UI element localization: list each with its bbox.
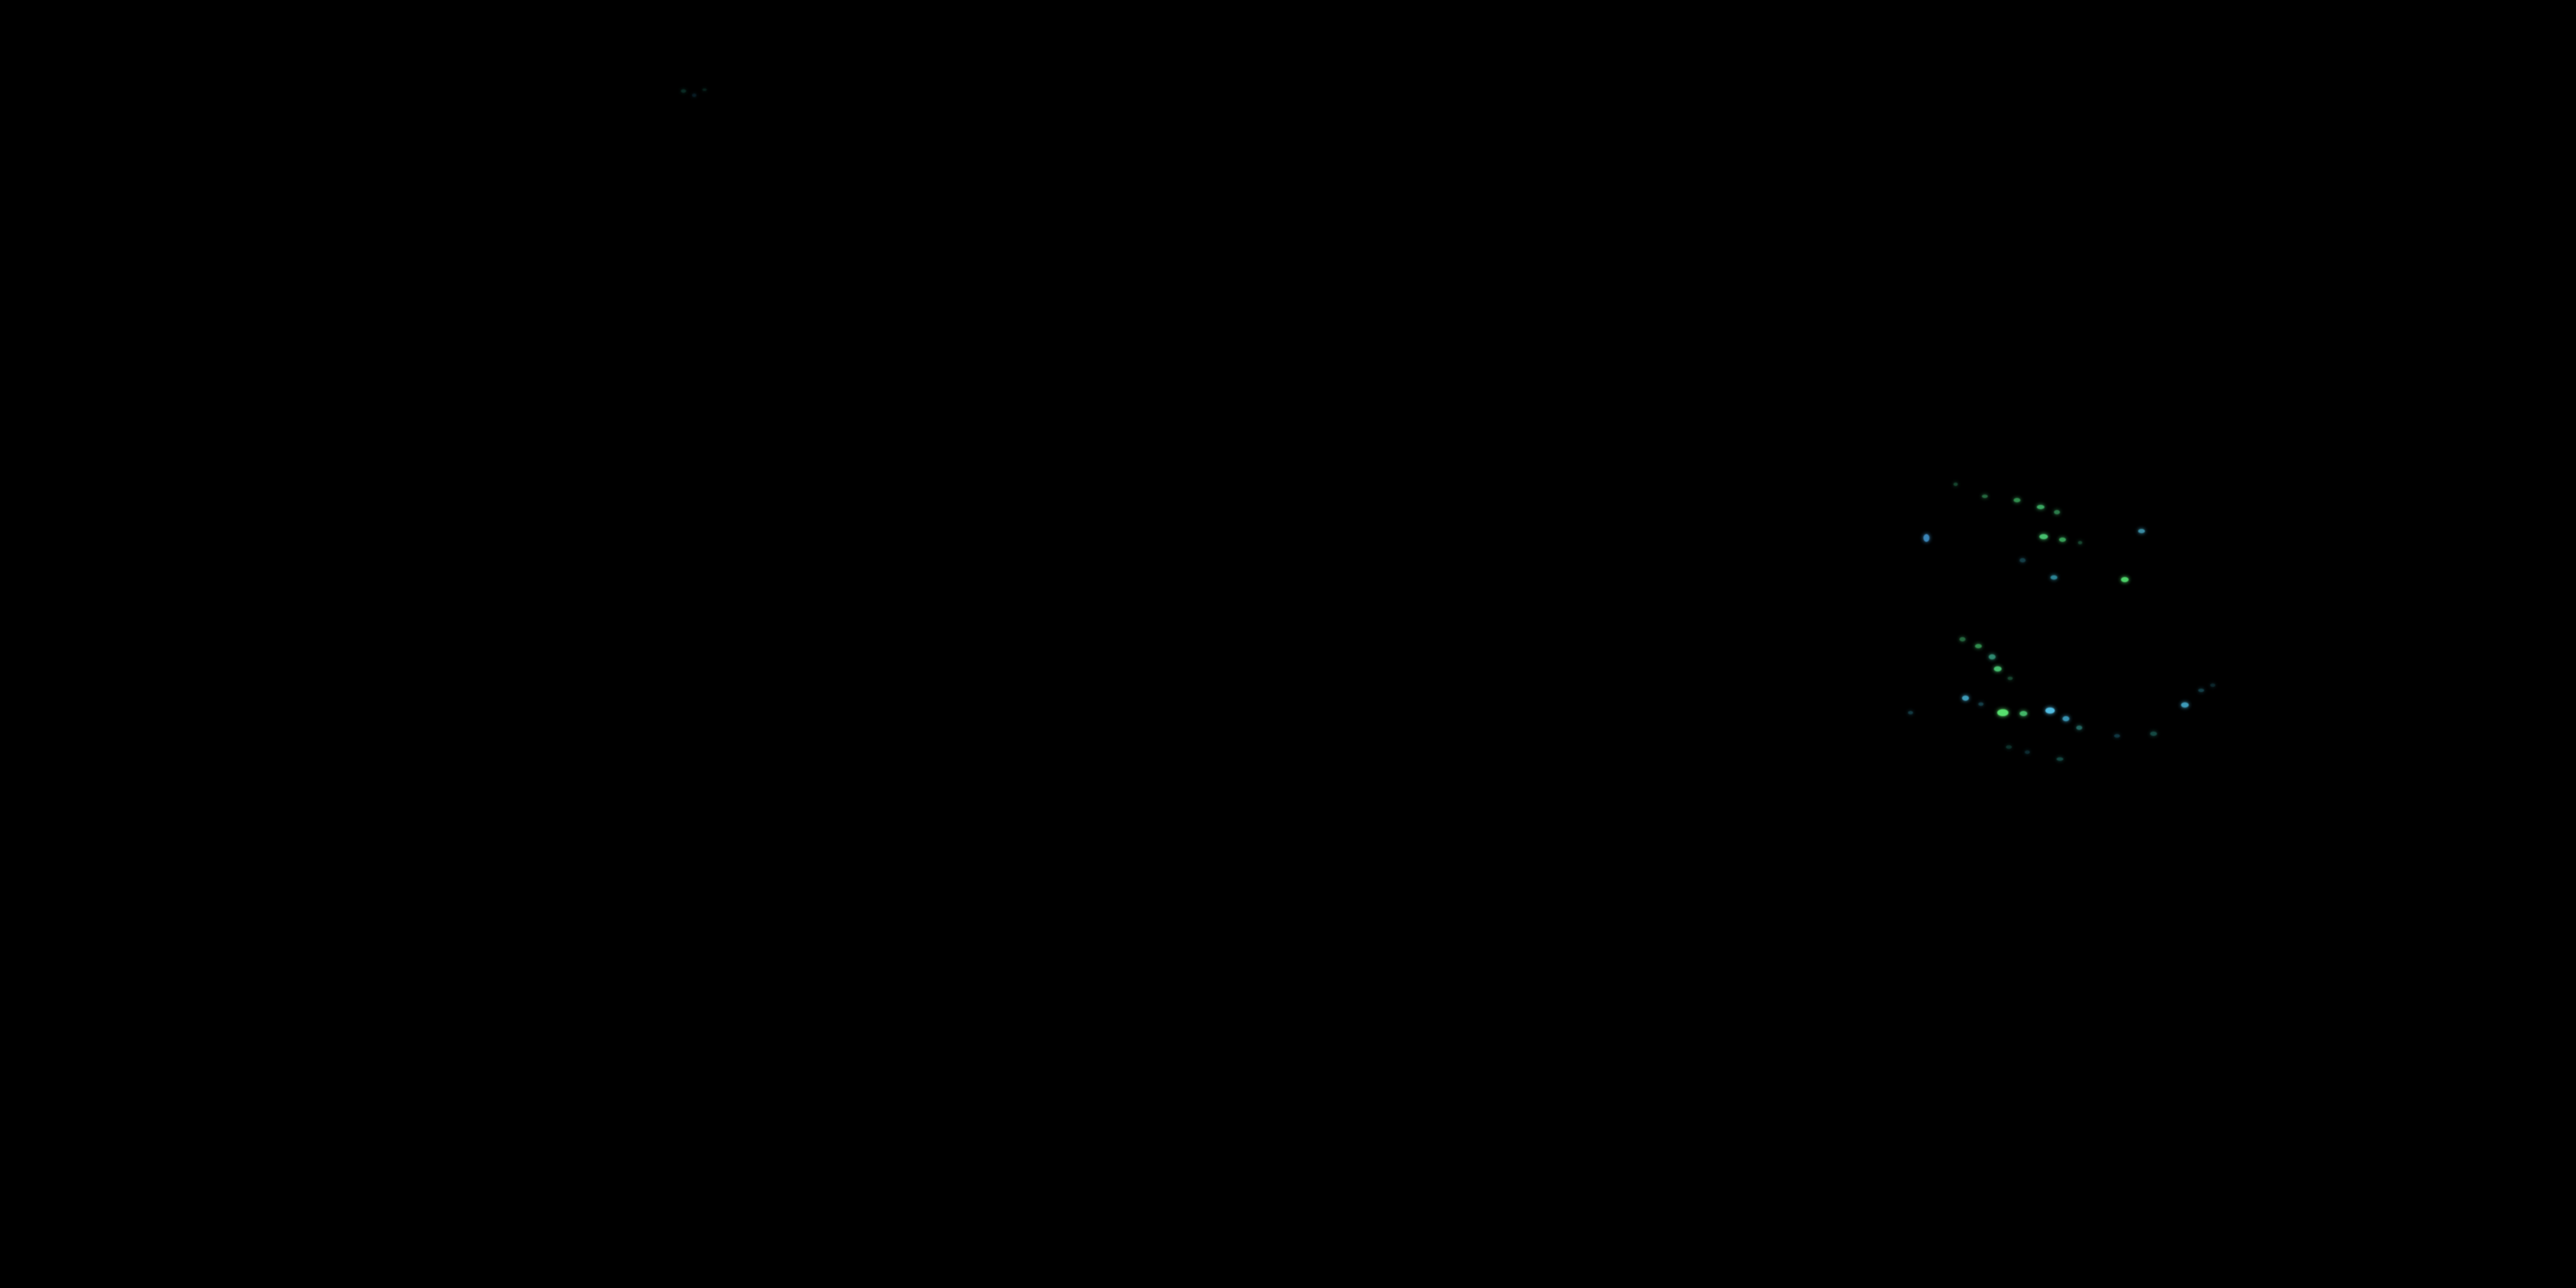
light-speck <box>2121 577 2129 582</box>
light-speck <box>2039 534 2048 539</box>
light-speck <box>2057 757 2063 761</box>
light-speck <box>2037 505 2044 509</box>
light-speck <box>2050 575 2057 580</box>
light-speck <box>702 88 707 91</box>
light-speck <box>1982 495 1988 498</box>
light-speck <box>1962 696 1969 701</box>
light-speck <box>1959 637 1965 641</box>
light-speck <box>1997 709 2008 716</box>
light-speck <box>692 94 696 97</box>
light-speck <box>2076 726 2082 730</box>
light-speck <box>1908 711 1913 714</box>
light-speck <box>2054 510 2060 514</box>
light-speck <box>2059 538 2066 542</box>
light-speck <box>2138 529 2145 533</box>
light-speck <box>1953 483 1958 486</box>
light-speck <box>2045 708 2055 714</box>
light-speck <box>2020 711 2027 716</box>
light-speck <box>2210 683 2215 687</box>
light-speck <box>2006 745 2012 749</box>
light-speck <box>2025 750 2030 754</box>
light-speck <box>2181 702 2189 708</box>
light-speck <box>1978 702 1984 706</box>
light-speck <box>681 89 686 93</box>
light-speck <box>2008 677 2013 680</box>
light-speck <box>2020 558 2026 562</box>
light-speck <box>2198 689 2204 692</box>
light-speck <box>2078 541 2082 544</box>
light-speck <box>1975 644 1982 648</box>
light-speck <box>1923 534 1929 542</box>
light-speck <box>2063 716 2069 721</box>
light-speck <box>2150 732 2157 736</box>
light-speck <box>1994 666 2002 671</box>
light-speck <box>2114 734 2120 738</box>
light-speck <box>2014 498 2020 502</box>
light-speck <box>1989 654 1996 659</box>
